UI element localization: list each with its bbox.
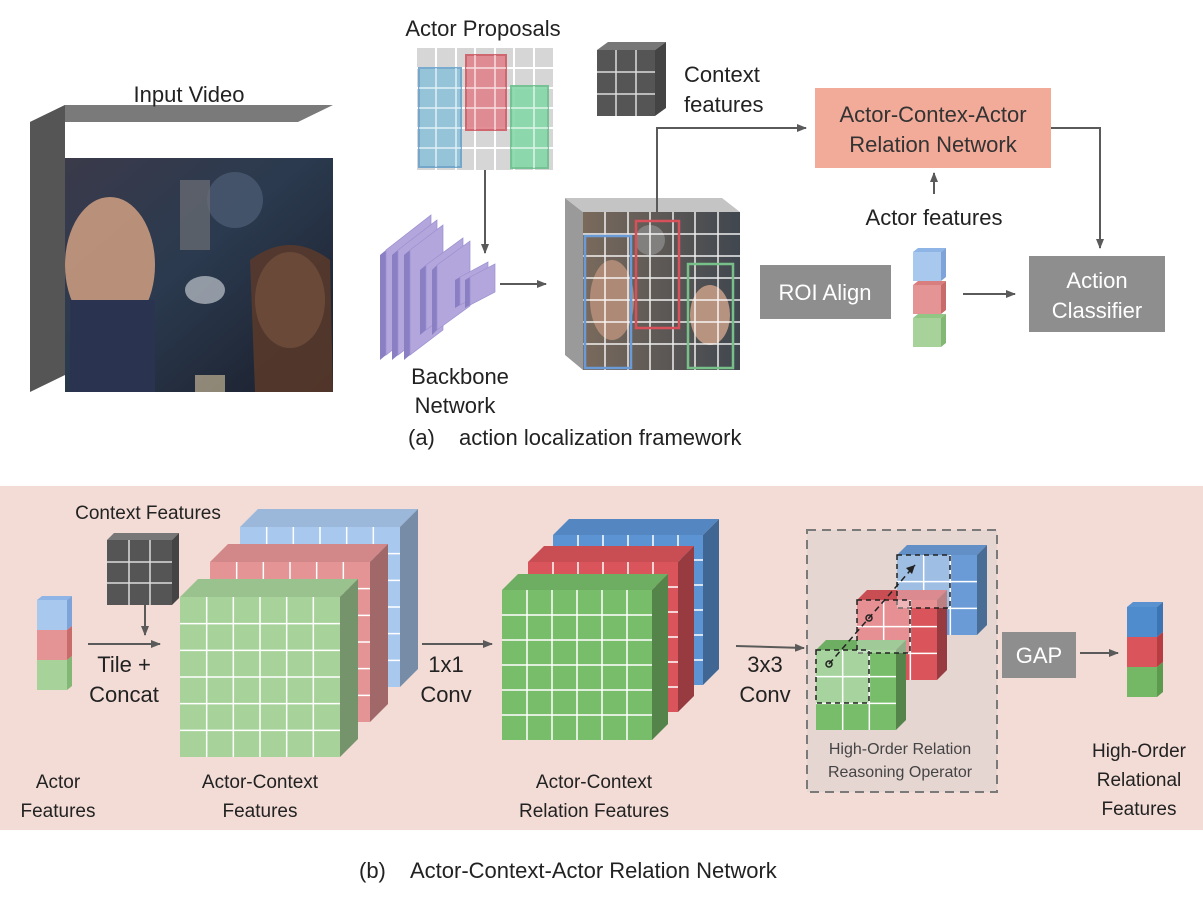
arrow-3x3-conv bbox=[735, 643, 805, 652]
high-order-line2: Relational bbox=[1097, 770, 1182, 791]
operator-point-start bbox=[825, 660, 833, 668]
output-cube-green bbox=[1127, 667, 1157, 697]
feature-roi-green bbox=[686, 262, 735, 370]
action-classifier-line2: Classifier bbox=[1052, 298, 1142, 323]
relation-features-stack bbox=[502, 519, 719, 740]
rf-slab-green bbox=[502, 574, 668, 740]
operator-label-line1: High-Order Relation bbox=[829, 741, 971, 758]
input-video-label: Input Video bbox=[134, 82, 245, 107]
context-features-label-line1: Context bbox=[684, 62, 760, 87]
actor-context-features-line1: Actor-Context bbox=[202, 772, 319, 793]
actor-feature-cubes bbox=[913, 248, 946, 347]
context-features-cube bbox=[597, 42, 666, 116]
panel-b-context-label: Context Features bbox=[75, 503, 221, 524]
operator-point-mid bbox=[865, 614, 873, 622]
input-video-cube bbox=[30, 105, 333, 392]
panel-a: Input Video bbox=[30, 16, 1165, 450]
gap-label: GAP bbox=[1016, 643, 1062, 668]
arrow-context-to-acar bbox=[656, 124, 807, 212]
context-features-label-line2: features bbox=[684, 92, 764, 117]
actor-context-features-stack bbox=[180, 509, 418, 757]
panel-b-actor-cube-blue bbox=[37, 600, 67, 630]
action-classifier-line1: Action bbox=[1066, 268, 1127, 293]
high-order-line3: Features bbox=[1102, 799, 1177, 820]
output-cube-red bbox=[1127, 637, 1157, 667]
operator-window-1 bbox=[856, 599, 911, 654]
actor-feature-cube-green bbox=[913, 314, 946, 347]
backbone-label-line1: Backbone bbox=[411, 364, 509, 389]
actor-feature-cube-blue bbox=[913, 248, 946, 281]
operator-arrowhead bbox=[906, 565, 915, 574]
gap-box bbox=[1002, 632, 1076, 678]
feature-roi-blue bbox=[583, 234, 633, 370]
acf-slab-green bbox=[180, 579, 358, 757]
acar-box-line1: Actor-Contex-Actor bbox=[839, 102, 1026, 127]
roi-align-box bbox=[760, 265, 891, 319]
acar-box-line2: Relation Network bbox=[849, 132, 1018, 157]
proposal-box-red bbox=[465, 54, 507, 131]
conv3-line2: Conv bbox=[739, 682, 790, 707]
operator-label-line2: Reasoning Operator bbox=[828, 764, 973, 781]
caption-a-letter: (a) bbox=[408, 425, 435, 450]
feature-roi-red bbox=[634, 219, 681, 330]
caption-b-letter: (b) bbox=[359, 858, 386, 883]
actor-proposals-label: Actor Proposals bbox=[405, 16, 560, 41]
panel-b-actor-features-line2: Features bbox=[21, 801, 96, 822]
caption-a-text: action localization framework bbox=[459, 425, 742, 450]
backbone-network bbox=[380, 214, 496, 360]
caption-b-text: Actor-Context-Actor Relation Network bbox=[410, 858, 778, 883]
conv1-line1: 1x1 bbox=[428, 652, 463, 677]
proposal-box-blue bbox=[418, 67, 462, 168]
tile-concat-line2: Concat bbox=[89, 682, 159, 707]
backbone-label-line2: Network bbox=[415, 393, 497, 418]
panel-b-actor-cubes bbox=[37, 596, 72, 690]
panel-b-actor-cube-red bbox=[37, 630, 67, 660]
panel-b-actor-cube-green bbox=[37, 660, 67, 690]
acar-relation-box bbox=[815, 88, 1051, 168]
operator-stack bbox=[815, 545, 987, 730]
operator-window-0 bbox=[896, 554, 951, 609]
proposal-box-green bbox=[510, 85, 549, 169]
output-cubes bbox=[1127, 602, 1163, 697]
roi-align-label: ROI Align bbox=[779, 280, 872, 305]
action-classifier-box bbox=[1029, 256, 1165, 332]
conv3-line1: 3x3 bbox=[747, 652, 782, 677]
relation-features-line1: Actor-Context bbox=[536, 772, 653, 793]
output-cube-blue bbox=[1127, 607, 1157, 637]
feature-map-cube bbox=[565, 198, 740, 370]
panel-b-actor-features-line1: Actor bbox=[36, 772, 81, 793]
actor-context-features-line2: Features bbox=[223, 801, 298, 822]
panel-b-context-cube bbox=[107, 533, 179, 605]
actor-proposals-grid bbox=[417, 48, 553, 170]
operator-window-2 bbox=[815, 649, 870, 704]
tile-concat-line1: Tile + bbox=[97, 652, 151, 677]
actor-feature-cube-red bbox=[913, 281, 946, 314]
conv1-line2: Conv bbox=[420, 682, 471, 707]
actor-features-label: Actor features bbox=[866, 205, 1003, 230]
high-order-line1: High-Order bbox=[1092, 741, 1187, 762]
arrow-acar-to-classifier bbox=[1051, 127, 1104, 249]
operator-diagonal bbox=[828, 564, 916, 665]
panel-b: Context Features Tile + Concat Actor Fea… bbox=[0, 486, 1203, 830]
relation-features-line2: Relation Features bbox=[519, 801, 669, 822]
